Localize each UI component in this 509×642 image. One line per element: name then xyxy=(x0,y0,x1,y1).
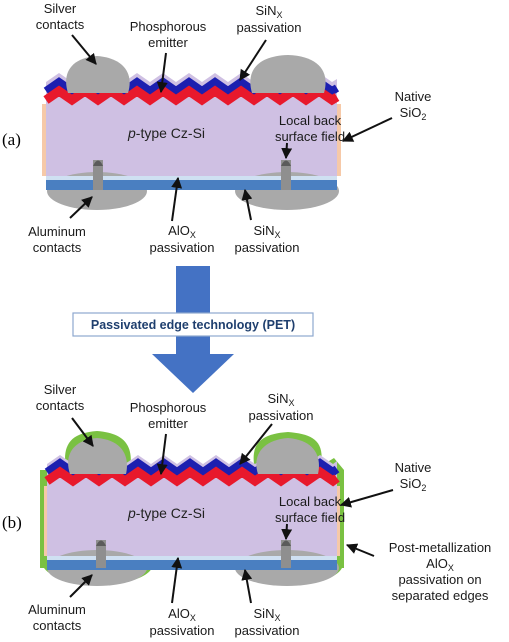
al-stem-right-b xyxy=(281,540,291,568)
bsf-right-b xyxy=(281,540,291,546)
arrow-emitter xyxy=(156,52,168,94)
arrow-bsf xyxy=(281,142,293,160)
al-stem-left xyxy=(93,160,103,190)
pet-label-box xyxy=(72,312,314,337)
arrow-native-oxide-b xyxy=(339,489,394,508)
pet-transition: Passivated edge technology (PET) xyxy=(72,266,314,393)
pet-arrow-shaft-top xyxy=(176,266,210,314)
pet-arrow-head xyxy=(152,354,234,393)
rear-sinx-layer-b xyxy=(47,560,337,570)
rear-sinx-layer xyxy=(46,180,337,190)
arrow-emitter-b xyxy=(156,433,168,476)
arrow-sinx-top-b xyxy=(239,423,273,465)
arrow-sinx-bottom-b xyxy=(241,568,253,604)
bsf-left xyxy=(93,160,103,166)
native-oxide-left xyxy=(42,104,47,176)
arrow-alox xyxy=(171,176,183,222)
arrow-post-metallization xyxy=(345,543,375,557)
arrow-aluminum xyxy=(69,196,93,219)
al-stem-right xyxy=(281,160,291,190)
arrow-alox-b xyxy=(171,556,183,604)
pet-arrow-shaft-bottom xyxy=(176,336,210,354)
pet-label: Passivated edge technology (PET) xyxy=(91,318,295,332)
alox-layer-b xyxy=(47,556,337,560)
core-label-b: p-type Cz-Si xyxy=(127,505,205,521)
silver-contact-right-b xyxy=(256,438,319,474)
arrow-silver xyxy=(71,34,97,65)
arrow-aluminum-b xyxy=(69,574,93,598)
panel-label-b: (b) xyxy=(2,513,22,532)
bsf-right xyxy=(281,160,291,166)
arrow-sinx-bottom xyxy=(241,188,253,221)
arrow-bsf-b xyxy=(281,523,293,541)
arrow-silver-b xyxy=(71,417,94,447)
native-oxide-right xyxy=(336,104,341,176)
native-oxide-right-b xyxy=(335,486,340,556)
arrow-native-oxide xyxy=(342,117,393,142)
al-stem-left-b xyxy=(96,540,106,568)
native-oxide-left-b xyxy=(44,486,49,556)
silver-contact-left-b xyxy=(68,438,127,474)
bsf-left-b xyxy=(96,540,106,546)
arrow-sinx-top xyxy=(239,39,267,81)
alox-layer xyxy=(46,176,337,180)
silver-contact-right xyxy=(250,55,326,93)
silver-contact-left xyxy=(66,56,130,93)
core-label: p-type Cz-Si xyxy=(127,125,205,141)
panel-label-a: (a) xyxy=(2,130,21,149)
